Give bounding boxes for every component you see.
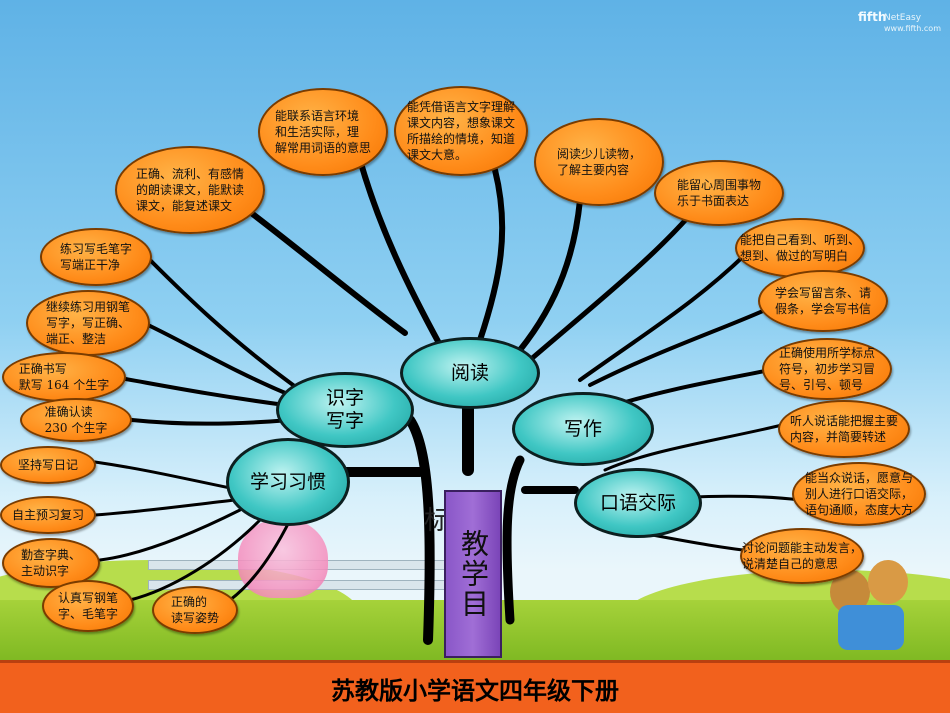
logo-mark: fifth bbox=[858, 10, 887, 24]
branch-writing-notes bbox=[588, 308, 767, 387]
branch-literacy-write164 bbox=[118, 376, 287, 407]
child-illustration-2 bbox=[868, 560, 908, 604]
node-reading: 阅读 bbox=[400, 337, 540, 409]
branch-habits-diary bbox=[93, 460, 242, 492]
branch-habits-penbrush bbox=[128, 518, 262, 602]
bubble-brush: 练习写毛笔字 写端正干净 bbox=[40, 228, 152, 286]
bubble-read230: 准确认读 230 个生字 bbox=[20, 398, 132, 442]
branch-reading-imagine bbox=[477, 167, 506, 343]
node-writing: 写作 bbox=[512, 392, 654, 466]
center-trunk: 教学目 bbox=[444, 490, 502, 658]
branch-literacy-brush bbox=[148, 258, 302, 392]
logo-name: NetEasy bbox=[884, 13, 922, 23]
watermark-logo: fifth NetEasy www.fifth.com bbox=[858, 8, 944, 38]
branch-reading-fluent bbox=[247, 209, 408, 336]
bubble-listen: 听人说话能把握主要 内容，并简要转述 bbox=[778, 400, 910, 458]
trunk-literacy bbox=[405, 415, 435, 645]
bubble-context: 能联系语言环境 和生活实际，理 解常用词语的意思 bbox=[258, 88, 388, 176]
footer-banner: 苏教版小学语文四年级下册 bbox=[0, 660, 950, 713]
bubble-dict: 勤查字典、 主动识字 bbox=[2, 538, 100, 588]
bubble-preview: 自主预习复习 bbox=[0, 496, 96, 534]
branch-writing-seehear bbox=[578, 243, 757, 382]
bubble-observe: 能留心周围事物 乐于书面表达 bbox=[654, 160, 784, 226]
node-literacy: 识字 写字 bbox=[276, 372, 414, 448]
center-label: 教学目 bbox=[457, 529, 490, 619]
trunk-writing bbox=[502, 455, 525, 625]
branch-literacy-pen bbox=[146, 323, 292, 397]
bubble-pen: 继续练习用钢笔 写字，写正确、 端正、整洁 bbox=[26, 290, 150, 356]
footer-title: 苏教版小学语文四年级下册 bbox=[331, 675, 619, 705]
branch-literacy-read230 bbox=[130, 418, 292, 426]
bubble-children-books: 阅读少儿读物， 了解主要内容 bbox=[534, 118, 664, 206]
node-habits: 学习习惯 bbox=[226, 438, 350, 526]
bubble-write164: 正确书写 默写 164 个生字 bbox=[2, 352, 126, 402]
branch-habits-dict bbox=[98, 508, 242, 562]
bubble-notes: 学会写留言条、请 假条，学会写书信 bbox=[758, 270, 888, 332]
branch-reading-books bbox=[517, 197, 583, 353]
bubble-fluent: 正确、流利、有感情 的朗读课文，能默读 课文，能复述课文 bbox=[115, 146, 265, 234]
bubble-speak: 能当众说话，愿意与 别人进行口语交际， 语句通顺，态度大方 bbox=[792, 462, 926, 526]
bubble-see-hear: 能把自己看到、听到、 想到、做过的写明白 bbox=[735, 218, 865, 278]
bubble-diary: 坚持写日记 bbox=[0, 446, 96, 484]
bubble-punct: 正确使用所学标点 符号，初步学习冒 号、引号、顿号 bbox=[762, 338, 892, 400]
branch-habits-posture bbox=[228, 518, 292, 602]
bubble-discuss: 讨论问题能主动发言， 说清楚自己的意思 bbox=[740, 528, 864, 584]
bubble-posture: 正确的 读写姿势 bbox=[152, 586, 238, 634]
children-clothes bbox=[838, 605, 904, 650]
branch-oral-listen bbox=[603, 423, 784, 472]
logo-url: www.fifth.com bbox=[884, 24, 941, 33]
node-oral: 口语交际 bbox=[574, 468, 702, 538]
bubble-pen-brush: 认真写钢笔 字、毛笔字 bbox=[42, 580, 134, 632]
branch-habits-preview bbox=[93, 498, 237, 517]
branch-reading-observe bbox=[527, 212, 693, 363]
branch-reading-context bbox=[357, 157, 443, 348]
bubble-imagine: 能凭借语言文字理解 课文内容，想象课文 所描绘的情境，知道 课文大意。 bbox=[394, 86, 528, 176]
